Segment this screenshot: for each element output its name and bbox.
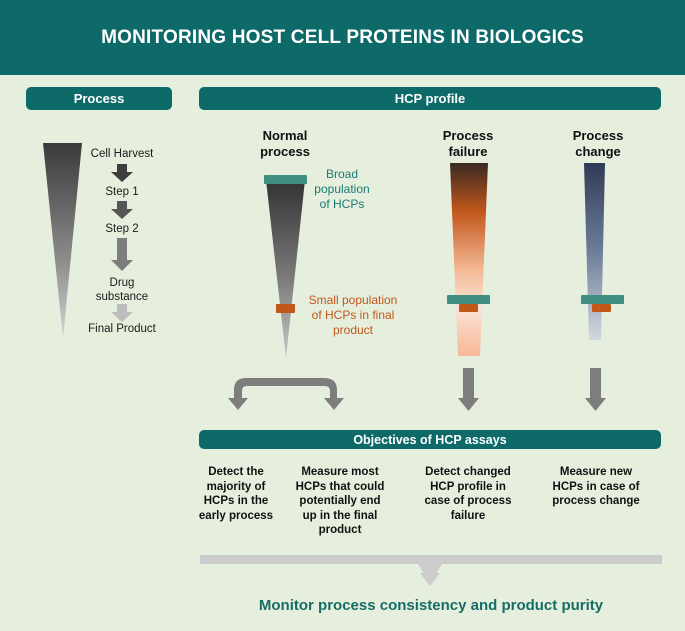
normal-small-band [276,304,295,313]
broad-population-label: Broad population of HCPs [314,167,370,211]
title-banner: MONITORING HOST CELL PROTEINS IN BIOLOGI… [0,0,685,75]
step-label-step2: Step 2 [105,223,139,235]
failure-orange-band [459,304,478,312]
step-label-cell-harvest: Cell Harvest [90,148,154,160]
col-process-change: Process change [572,128,624,159]
col-normal-process: Normal process [260,128,310,159]
change-down-arrow [585,368,606,411]
page-title: MONITORING HOST CELL PROTEINS IN BIOLOGI… [101,26,584,48]
step-arrow-1 [111,164,133,182]
small-population-label: Small population of HCPs in final produc… [308,293,398,337]
normal-process-cone [266,180,305,358]
step-label-final-product: Final Product [88,323,156,335]
objectives-header: Objectives of HCP assays [199,430,661,449]
process-cone [43,143,82,338]
step-arrow-3 [111,238,133,271]
step-arrow-4 [111,304,133,322]
conclusion-text: Monitor process consistency and product … [258,597,604,614]
failure-down-arrow [458,368,479,411]
objective-measure-new: Measure new HCPs in case of process chan… [552,466,640,507]
normal-broad-band [264,175,307,184]
hcp-profile-header: HCP profile [199,87,661,110]
objectives-header-label: Objectives of HCP assays [353,432,507,447]
step-label-step1: Step 1 [105,186,139,198]
change-teal-band [581,295,624,304]
objective-detect-majority: Detect the majority of HCPs in the early… [198,466,274,522]
objective-measure-most: Measure most HCPs that could potentially… [295,466,385,536]
objective-detect-changed: Detect changed HCP profile in case of pr… [424,466,512,522]
bottom-brace [200,555,662,586]
process-header-label: Process [73,91,125,106]
change-cone [584,163,605,340]
process-header: Process [26,87,172,110]
step-label-drug-substance: Drug substance [95,277,149,303]
hcp-profile-header-label: HCP profile [394,91,466,106]
failure-cone [450,163,488,356]
step-arrow-2 [111,201,133,219]
change-orange-band [592,304,611,312]
split-arrow [228,378,344,410]
col-process-failure: Process failure [442,128,494,159]
failure-teal-band [447,295,490,304]
